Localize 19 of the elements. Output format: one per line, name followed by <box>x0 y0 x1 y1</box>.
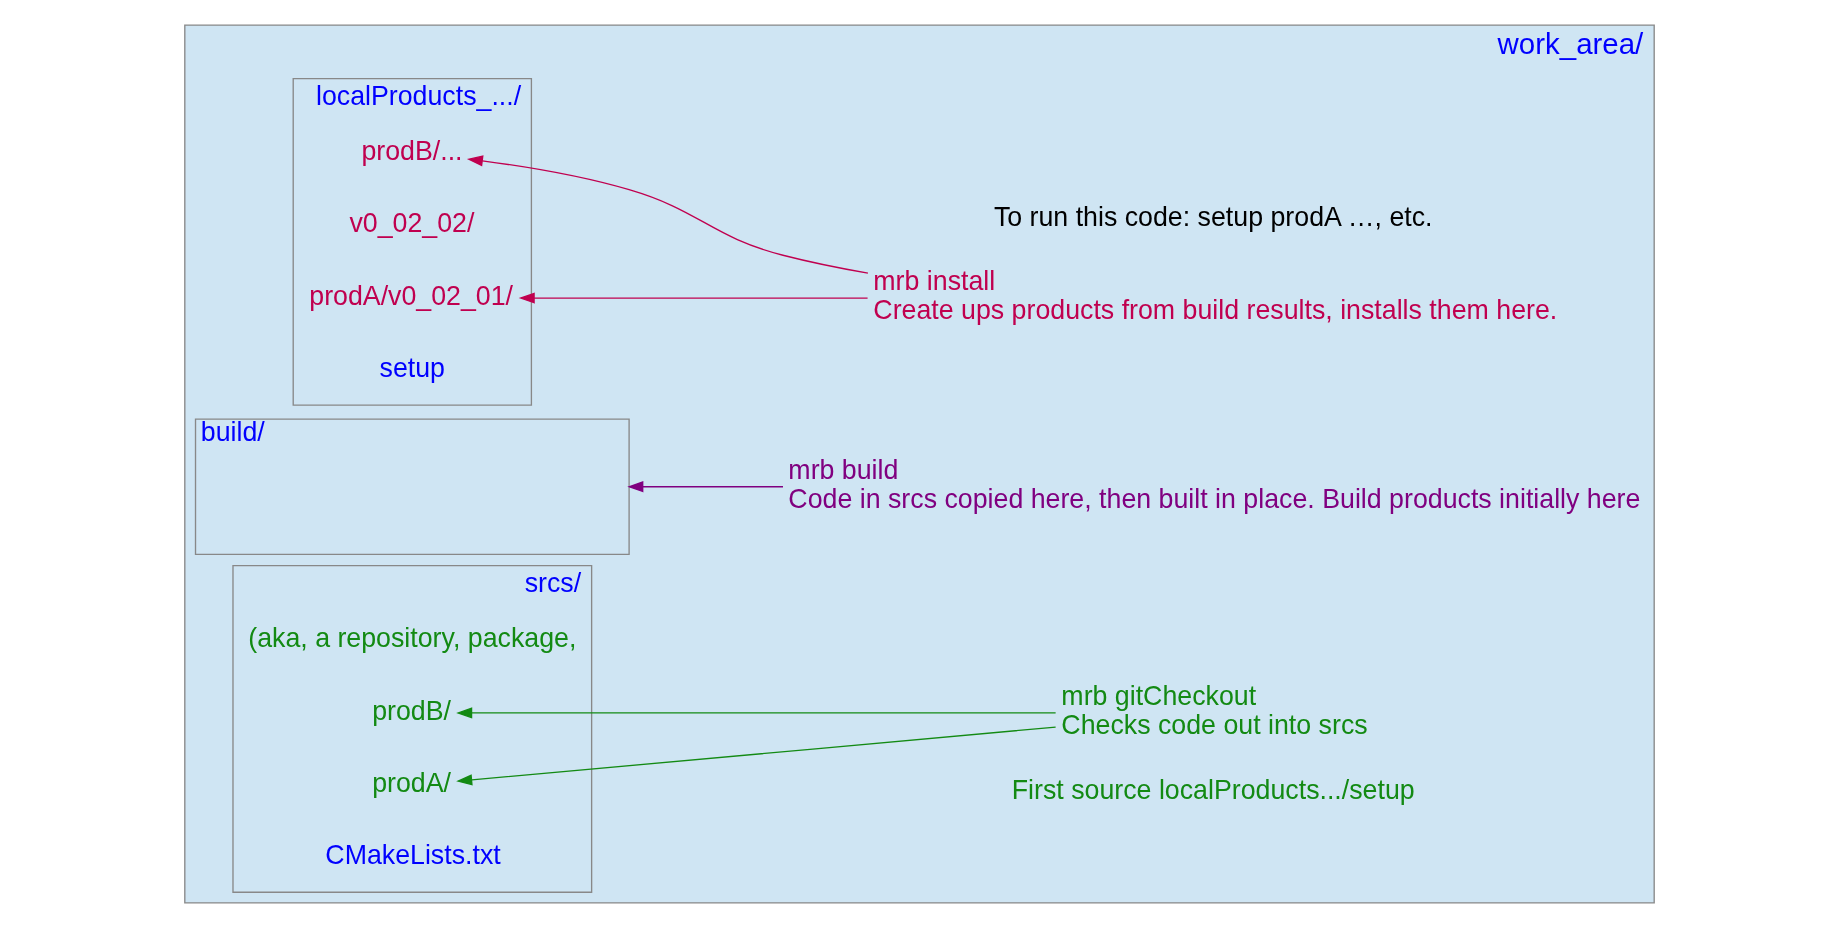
node-text: v0_02_02/ <box>348 207 474 238</box>
node-text: mrb build Code in srcs copied here, then built in place. Build products initially here <box>787 454 1640 514</box>
node-text: prodA/v0_02_01/ <box>308 280 513 311</box>
label: To run this code: setup prodA …, etc. <box>993 201 1433 232</box>
node-text: mrb install Create ups products from build results, installs them here. <box>872 265 1557 325</box>
label: First source localProducts.../setup <box>1011 774 1415 805</box>
arrow <box>466 154 869 274</box>
node-text: mrb gitCheckout Checks code out into srcs <box>1060 680 1368 740</box>
node-text: prodA/ <box>371 767 451 798</box>
node-text: CMakeLists.txt <box>324 839 501 870</box>
node-text: prodB/... <box>360 135 463 166</box>
arrow <box>626 480 784 492</box>
node-box: build/ <box>194 418 630 555</box>
arrow <box>455 725 1056 785</box>
label: (aka, a repository, package, <box>247 622 576 653</box>
node-text: prodB/ <box>371 695 451 726</box>
arrow <box>518 291 868 304</box>
node-text: setup <box>379 352 445 383</box>
arrow <box>455 706 1056 719</box>
